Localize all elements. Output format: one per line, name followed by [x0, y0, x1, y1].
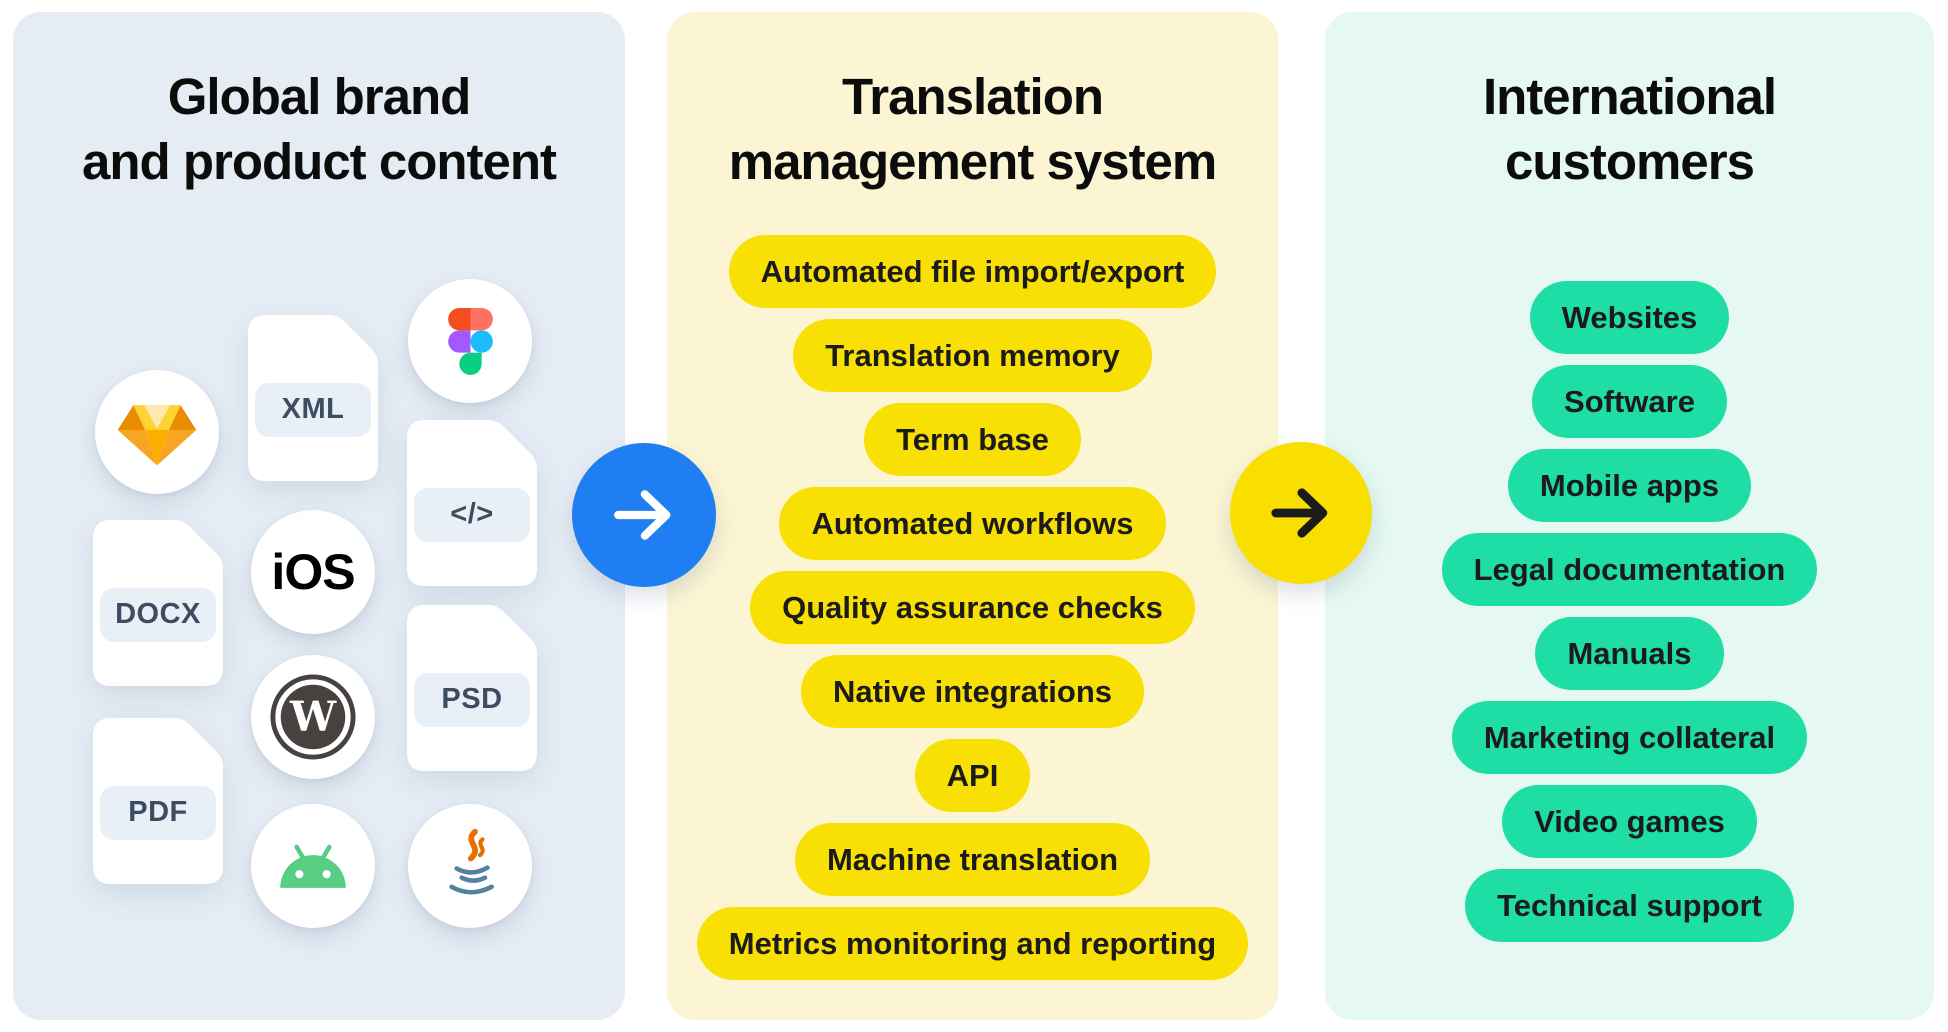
file-type-label: XML — [255, 382, 371, 437]
tms-panel-title-line2: management system — [728, 133, 1218, 191]
flow-arrow-tms-to-customers — [1230, 442, 1372, 584]
customers-panel: International customers Websites Softwar… — [1325, 12, 1934, 1020]
figma-icon — [447, 307, 493, 375]
wordpress-icon: W — [270, 674, 356, 760]
svg-text:W: W — [289, 692, 337, 741]
feature-pill-api: API — [914, 739, 1031, 812]
customers-panel-title-line1: International — [1482, 68, 1777, 125]
wordpress-app-badge: W — [251, 655, 375, 779]
source-content-panel: Global brand and product content — [13, 12, 625, 1020]
content-pill-technical-support: Technical support — [1465, 869, 1794, 942]
feature-pill-term-base: Term base — [864, 403, 1081, 476]
tms-panel-title-line1: Translation — [841, 68, 1104, 125]
content-pill-software: Software — [1532, 365, 1727, 438]
sketch-app-badge — [95, 370, 219, 494]
source-panel-title: Global brand and product content — [13, 64, 625, 195]
android-icon — [280, 844, 346, 888]
content-pill-manuals: Manuals — [1535, 617, 1724, 690]
feature-pill-translation-memory: Translation memory — [793, 319, 1152, 392]
file-type-label: PSD — [414, 672, 530, 727]
psd-file-card: PSD — [407, 605, 537, 771]
code-file-card: </> — [407, 420, 537, 586]
content-pill-legal-documentation: Legal documentation — [1441, 533, 1818, 606]
customers-panel-title: International customers — [1325, 64, 1934, 195]
customer-content-list: Websites Software Mobile apps Legal docu… — [1325, 281, 1934, 942]
xml-file-card: XML — [248, 315, 378, 481]
tms-panel-title: Translation management system — [667, 64, 1278, 195]
content-pill-marketing-collateral: Marketing collateral — [1451, 701, 1808, 774]
docx-file-card: DOCX — [93, 520, 223, 686]
feature-pill-machine-translation: Machine translation — [794, 823, 1151, 896]
file-type-label: PDF — [100, 785, 216, 840]
feature-pill-native-integrations: Native integrations — [800, 655, 1145, 728]
java-platform-badge — [408, 804, 532, 928]
flow-arrow-source-to-tms — [572, 443, 716, 587]
java-icon — [449, 828, 494, 895]
feature-pill-qa-checks: Quality assurance checks — [750, 571, 1195, 644]
customers-panel-title-line2: customers — [1505, 133, 1755, 191]
ios-platform-badge: iOS — [251, 510, 375, 634]
pdf-file-card: PDF — [93, 718, 223, 884]
content-pill-mobile-apps: Mobile apps — [1507, 449, 1752, 522]
right-arrow-icon — [614, 490, 671, 540]
code-icon: </> — [414, 487, 530, 542]
feature-pill-import-export: Automated file import/export — [728, 235, 1217, 308]
figma-app-badge — [408, 279, 532, 403]
ios-icon: iOS — [271, 544, 355, 600]
tms-feature-list: Automated file import/export Translation… — [667, 235, 1278, 980]
file-type-label: DOCX — [100, 587, 216, 642]
content-pill-websites: Websites — [1529, 281, 1730, 354]
source-panel-title-line2: and product content — [82, 133, 557, 191]
source-panel-title-line1: Global brand — [167, 68, 472, 125]
right-arrow-icon — [1271, 488, 1328, 538]
feature-pill-automated-workflows: Automated workflows — [779, 487, 1166, 560]
feature-pill-metrics: Metrics monitoring and reporting — [696, 907, 1249, 980]
content-pill-video-games: Video games — [1502, 785, 1757, 858]
android-platform-badge — [251, 804, 375, 928]
sketch-icon — [117, 405, 197, 466]
tms-panel: Translation management system Automated … — [667, 12, 1278, 1020]
